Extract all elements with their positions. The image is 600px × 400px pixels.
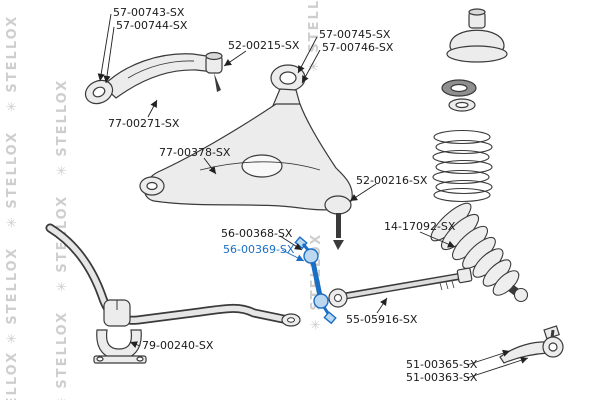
strut-bearing-bore bbox=[450, 83, 468, 93]
watermark-stellox: ✳ STELLOX bbox=[55, 79, 70, 176]
stabilizer-bracket-bolt-right bbox=[136, 356, 144, 362]
leader-line bbox=[147, 99, 158, 118]
leader-line bbox=[466, 356, 529, 379]
tie-rod-end-ball-bore bbox=[548, 342, 558, 352]
stabilizer-bracket-base bbox=[93, 355, 147, 364]
tie-rod-end-drawing bbox=[499, 325, 564, 364]
boot-end-cap bbox=[513, 287, 529, 303]
spring-seat-washer-bore bbox=[455, 101, 469, 109]
leader-line bbox=[103, 26, 115, 84]
upper-control-arm-drawing bbox=[84, 51, 223, 105]
stab-link-rod bbox=[310, 261, 323, 297]
inner-tie-rod-drawing bbox=[328, 267, 473, 308]
lower-control-arm-drawing bbox=[139, 64, 353, 250]
part-label-inner-tie-rod[interactable]: 55-05916-SX bbox=[346, 313, 418, 326]
part-label-stabilizer-bushing[interactable]: 79-00240-SX bbox=[142, 339, 214, 352]
mount-boss-cap bbox=[468, 8, 486, 16]
strut-mount-drawing bbox=[441, 8, 508, 112]
part-label-lower-arm-bushing-1[interactable]: 57-00745-SX bbox=[319, 28, 391, 41]
leader-line bbox=[223, 50, 247, 67]
watermark-stellox: ✳ STELLOX bbox=[5, 131, 20, 228]
stabilizer-bracket-bolt-left bbox=[96, 356, 104, 362]
lower-ball-joint-stud bbox=[336, 213, 341, 238]
stab-link-bottom-nut bbox=[323, 311, 337, 325]
part-label-upper-ball-joint[interactable]: 52-00215-SX bbox=[228, 39, 300, 52]
upper-arm-body bbox=[102, 53, 221, 99]
part-label-upper-arm-bushing-1[interactable]: 57-00743-SX bbox=[113, 6, 185, 19]
mount-flange bbox=[446, 45, 508, 63]
upper-ball-joint-cap bbox=[205, 51, 223, 61]
leader-line bbox=[297, 36, 318, 74]
lower-arm-body bbox=[144, 103, 353, 211]
part-label-upper-control-arm[interactable]: 77-00271-SX bbox=[108, 117, 180, 130]
leader-line bbox=[279, 235, 303, 251]
stabilizer-link-drawing[interactable] bbox=[294, 236, 337, 325]
part-label-lower-ball-joint[interactable]: 52-00216-SX bbox=[356, 174, 428, 187]
watermark-stellox: ✳ STELLOX bbox=[5, 351, 20, 400]
lower-ball-joint-stud-tip bbox=[333, 240, 344, 250]
lower-arm-top-bushing-bore bbox=[279, 71, 297, 85]
lower-ball-joint bbox=[324, 195, 352, 215]
leader-line bbox=[97, 13, 112, 82]
watermark-stellox: ✳ STELLOX bbox=[5, 247, 20, 344]
tie-rod-threaded-end bbox=[456, 267, 473, 284]
stabilizer-bushing-drawing bbox=[93, 299, 147, 364]
part-label-lower-control-arm[interactable]: 77-00378-SX bbox=[159, 146, 231, 159]
leader-line bbox=[419, 231, 456, 248]
leader-line-highlight bbox=[281, 249, 305, 262]
stab-link-bottom-ball bbox=[313, 293, 329, 309]
steering-boot-drawing bbox=[430, 202, 529, 303]
stab-link-top-ball bbox=[303, 248, 319, 264]
leader-lines bbox=[97, 13, 529, 379]
part-label-lower-arm-bushing-2[interactable]: 57-00746-SX bbox=[322, 41, 394, 54]
part-label-steering-boot[interactable]: 14-17092-SX bbox=[384, 220, 456, 233]
tie-rod-ball-bore bbox=[334, 294, 342, 302]
leader-line bbox=[129, 341, 141, 349]
stabilizer-bracket bbox=[96, 329, 142, 360]
coil-spring-drawing bbox=[432, 129, 493, 203]
part-label-stabilizer-link-2-selected[interactable]: 56-00369-SX bbox=[223, 243, 295, 256]
watermark-stellox: ✳ STELLOX bbox=[55, 311, 70, 400]
tie-rod-end-body bbox=[499, 341, 549, 364]
part-label-stabilizer-link-1[interactable]: 56-00368-SX bbox=[221, 227, 293, 240]
leader-line bbox=[376, 297, 388, 314]
leader-line bbox=[349, 183, 377, 202]
watermark-stellox: ✳ STELLOX bbox=[5, 15, 20, 112]
tie-rod-shaft bbox=[345, 274, 462, 298]
part-label-tie-rod-end-2[interactable]: 51-00363-SX bbox=[406, 371, 478, 384]
stabilizer-bar-outline bbox=[45, 223, 293, 325]
part-label-tie-rod-end-1[interactable]: 51-00365-SX bbox=[406, 358, 478, 371]
lower-arm-hole bbox=[241, 154, 283, 178]
upper-arm-rib bbox=[127, 60, 195, 79]
leader-line bbox=[301, 49, 321, 84]
part-label-upper-arm-bushing-2[interactable]: 57-00744-SX bbox=[116, 19, 188, 32]
watermark-stellox: ✳ STELLOX bbox=[55, 195, 70, 292]
stabilizer-bar-fill bbox=[47, 225, 291, 324]
leader-line bbox=[203, 157, 217, 175]
leader-line bbox=[466, 349, 511, 366]
stabilizer-bar-end-hole bbox=[287, 317, 295, 323]
upper-ball-joint-stud bbox=[214, 73, 221, 92]
lower-arm-front-bushing-bore bbox=[146, 181, 158, 191]
upper-arm-bushing-bore bbox=[92, 86, 106, 98]
